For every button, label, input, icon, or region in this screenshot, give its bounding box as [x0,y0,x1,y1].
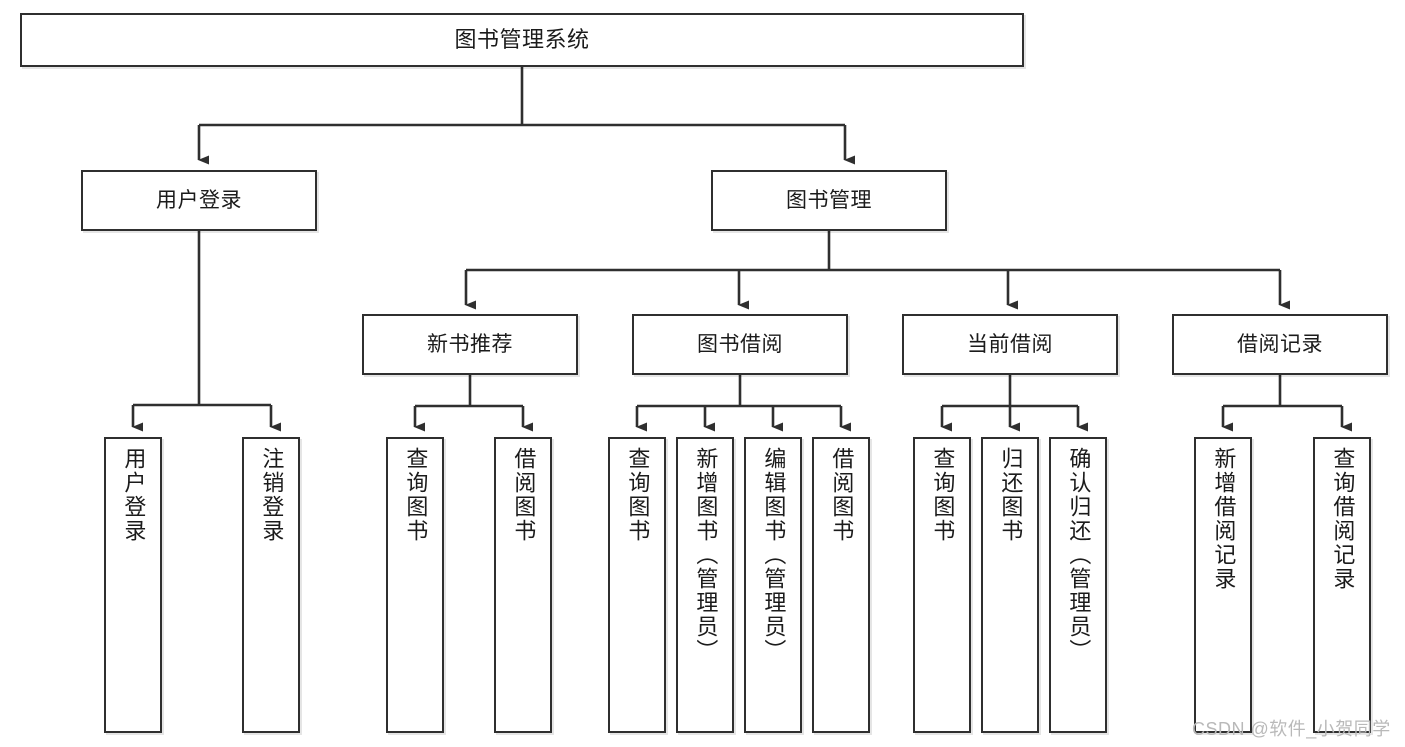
node-book-borrow-label: 图书借阅 [697,332,783,356]
node-leaf-query-book-1[interactable]: 查询图书 [386,437,444,733]
node-leaf-user-logout-label: 注销登录 [259,447,285,543]
node-leaf-return-book[interactable]: 归还图书 [981,437,1039,733]
node-leaf-return-book-label: 归还图书 [998,447,1024,543]
node-leaf-add-record-label: 新增借阅记录 [1211,447,1237,591]
node-user-login[interactable]: 用户登录 [81,170,317,231]
node-new-book-recommend-label: 新书推荐 [427,332,513,356]
node-leaf-borrow-book-1-label: 借阅图书 [511,447,537,543]
node-leaf-user-logout[interactable]: 注销登录 [242,437,300,733]
node-leaf-add-book[interactable]: 新增图书（管理员） [676,437,734,733]
node-leaf-query-book-2[interactable]: 查询图书 [608,437,666,733]
node-leaf-confirm-return-label: 确认归还（管理员） [1066,447,1092,663]
node-leaf-borrow-book-2-label: 借阅图书 [829,447,855,543]
node-borrow-record[interactable]: 借阅记录 [1172,314,1388,375]
node-leaf-user-login-label: 用户登录 [121,447,147,543]
node-borrow-record-label: 借阅记录 [1237,332,1323,356]
node-new-book-recommend[interactable]: 新书推荐 [362,314,578,375]
node-leaf-query-record-label: 查询借阅记录 [1330,447,1356,591]
watermark: CSDN @软件_小贺同学 [1192,719,1391,739]
node-leaf-add-book-label: 新增图书（管理员） [693,447,719,663]
node-leaf-user-login[interactable]: 用户登录 [104,437,162,733]
node-book-manage-label: 图书管理 [786,188,872,212]
node-current-borrow-label: 当前借阅 [967,332,1053,356]
node-book-manage[interactable]: 图书管理 [711,170,947,231]
node-leaf-edit-book-label: 编辑图书（管理员） [761,447,787,663]
node-current-borrow[interactable]: 当前借阅 [902,314,1118,375]
node-leaf-edit-book[interactable]: 编辑图书（管理员） [744,437,802,733]
node-root[interactable]: 图书管理系统 [20,13,1024,67]
node-leaf-query-record[interactable]: 查询借阅记录 [1313,437,1371,733]
node-leaf-borrow-book-2[interactable]: 借阅图书 [812,437,870,733]
node-root-label: 图书管理系统 [454,26,590,52]
node-leaf-query-book-3[interactable]: 查询图书 [913,437,971,733]
node-leaf-confirm-return[interactable]: 确认归还（管理员） [1049,437,1107,733]
node-leaf-add-record[interactable]: 新增借阅记录 [1194,437,1252,733]
node-book-borrow[interactable]: 图书借阅 [632,314,848,375]
node-leaf-query-book-1-label: 查询图书 [403,447,429,543]
node-leaf-borrow-book-1[interactable]: 借阅图书 [494,437,552,733]
node-leaf-query-book-3-label: 查询图书 [930,447,956,543]
node-leaf-query-book-2-label: 查询图书 [625,447,651,543]
node-user-login-label: 用户登录 [156,188,242,212]
